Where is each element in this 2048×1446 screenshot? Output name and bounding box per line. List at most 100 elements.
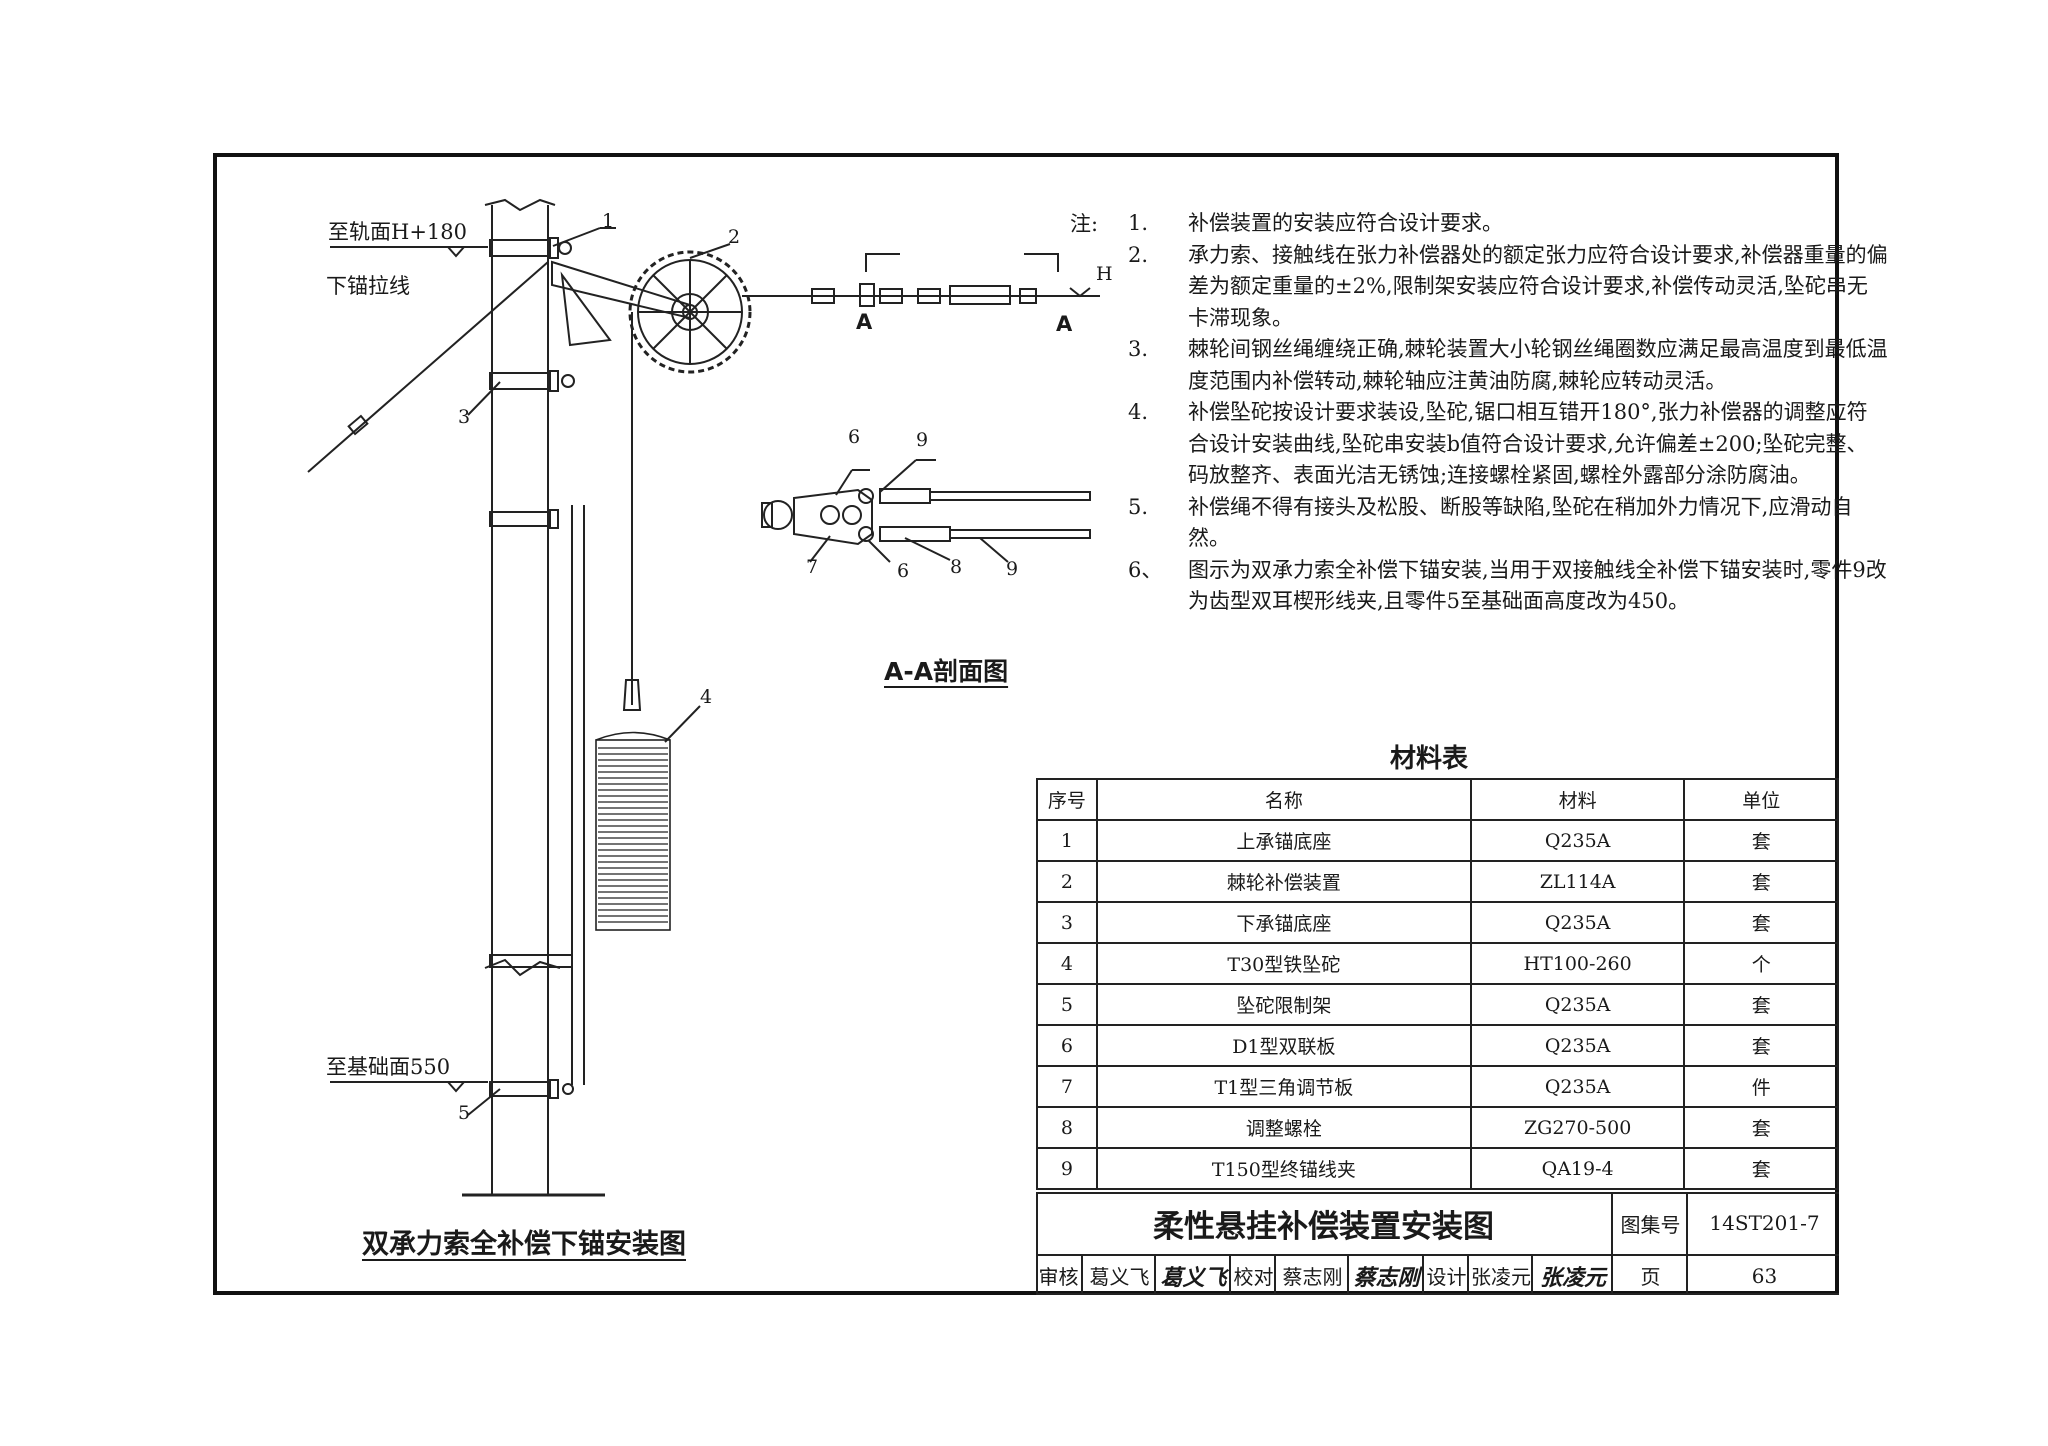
drawing-sheet-frame [213,153,1839,1295]
drawing-title: 柔性悬挂补偿装置安装图 [1036,1192,1613,1254]
header-unit: 单位 [1683,778,1839,821]
row-index: 8 [1036,1106,1098,1149]
note-item: 3.棘轮间钢丝绳缠绕正确,棘轮装置大小轮钢丝绳圈数应满足最高温度到最低温度范围内… [1128,337,1888,393]
callout-5: 5 [458,1102,471,1124]
row-index: 7 [1036,1065,1098,1108]
check-name: 蔡志刚 [1274,1256,1349,1295]
row-unit: 套 [1683,1024,1839,1067]
row-material: ZG270-500 [1469,1106,1686,1149]
header-index: 序号 [1036,778,1098,821]
row-index: 5 [1036,983,1098,1026]
foundation-height-label: 至基础面550 [326,1055,451,1079]
row-name: T1型三角调节板 [1095,1065,1472,1108]
row-name: 下承锚底座 [1095,901,1472,944]
row-name: 坠砣限制架 [1095,983,1472,1026]
check-label: 校对 [1229,1256,1276,1295]
design-name: 张凌元 [1467,1256,1533,1295]
design-label: 设计 [1422,1256,1469,1295]
row-unit: 套 [1683,860,1839,903]
row-unit: 套 [1683,1147,1839,1190]
callout-5-leader [467,1088,501,1116]
row-material: QA19-4 [1469,1147,1686,1190]
note-item: 6、图示为双承力索全补偿下锚安装,当用于双接触线全补偿下锚安装时,零件9改为齿型… [1128,557,1887,614]
section-mark-left [865,253,900,272]
callout-4: 4 [700,686,713,708]
row-material: Q235A [1469,983,1686,1026]
row-material: Q235A [1469,1065,1686,1108]
notes-list: 1.补偿装置的安装应符合设计要求。 2.承力索、接触线在张力补偿器处的额定张力应… [1128,208,1888,618]
ratchet-wheel [628,250,752,374]
level-h-label: H [1096,263,1113,285]
row-unit: 套 [1683,901,1839,944]
row-material: Q235A [1469,1024,1686,1067]
weight-limit-bracket-top [489,509,559,529]
notes-heading: 注: [1070,212,1099,236]
review-name: 葛义飞 [1081,1256,1156,1295]
row-index: 1 [1036,819,1098,862]
row-unit: 套 [1683,819,1839,862]
pole-break-mid [484,958,561,977]
weight-plates [598,747,668,923]
section-callout-8: 8 [950,556,963,578]
row-unit: 套 [1683,983,1839,1026]
materials-title: 材料表 [1390,744,1469,774]
weight-limit-bracket-bottom [489,1079,574,1099]
row-name: 棘轮补偿装置 [1095,860,1472,903]
row-unit: 套 [1683,1106,1839,1149]
row-material: ZL114A [1469,860,1686,903]
row-index: 9 [1036,1147,1098,1190]
upper-anchor-base [489,237,572,259]
anchor-guy-line [307,261,549,473]
note-item: 1.补偿装置的安装应符合设计要求。 [1128,211,1503,235]
pole-break-top [484,198,556,212]
row-material: Q235A [1469,819,1686,862]
wire-fittings [811,283,1037,307]
check-signature: 蔡志刚 [1347,1256,1424,1295]
section-mark-right [1024,253,1059,272]
anchor-guy-label: 下锚拉线 [326,274,410,298]
row-index: 4 [1036,942,1098,985]
note-item: 4.补偿坠砣按设计要求装设,坠砣,锯口相互错开180°,张力补偿器的调整应符合设… [1128,400,1868,487]
header-material: 材料 [1469,778,1686,821]
row-name: 调整螺栓 [1095,1106,1472,1149]
callout-1: 1 [602,210,615,232]
rope-clamp [622,679,642,711]
callout-4-leader [664,705,701,743]
rail-height-label: 至轨面H+180 [328,220,467,244]
row-name: 上承锚底座 [1095,819,1472,862]
row-index: 6 [1036,1024,1098,1067]
row-name: D1型双联板 [1095,1024,1472,1067]
section-callout-9b: 9 [1006,558,1019,580]
design-signature: 张凌元 [1531,1256,1613,1295]
section-mark-a2: A [1056,312,1073,336]
review-label: 审核 [1038,1265,1079,1289]
arm-brace [560,271,612,347]
weight-stack [595,731,671,931]
callout-2-leader [689,243,731,259]
atlas-number: 14ST201-7 [1686,1192,1841,1254]
level-mark-h [1069,287,1091,298]
row-index: 3 [1036,901,1098,944]
page-number: 63 [1686,1256,1841,1295]
section-callout-6a: 6 [848,426,861,448]
note-item: 2.承力索、接触线在张力补偿器处的额定张力应符合设计要求,补偿器重量的偏差为额定… [1128,242,1888,330]
section-caption: A-A剖面图 [884,657,1009,686]
row-unit: 件 [1683,1065,1839,1108]
section-callout-9a: 9 [916,429,929,451]
page-label: 页 [1611,1256,1688,1295]
title-block: 柔性悬挂补偿装置安装图 图集号 14ST201-7 审核 葛义飞 葛义飞 校对 … [1036,1192,1839,1295]
row-index: 2 [1036,860,1098,903]
review-signature: 葛义飞 [1154,1256,1231,1295]
header-name: 名称 [1095,778,1472,821]
